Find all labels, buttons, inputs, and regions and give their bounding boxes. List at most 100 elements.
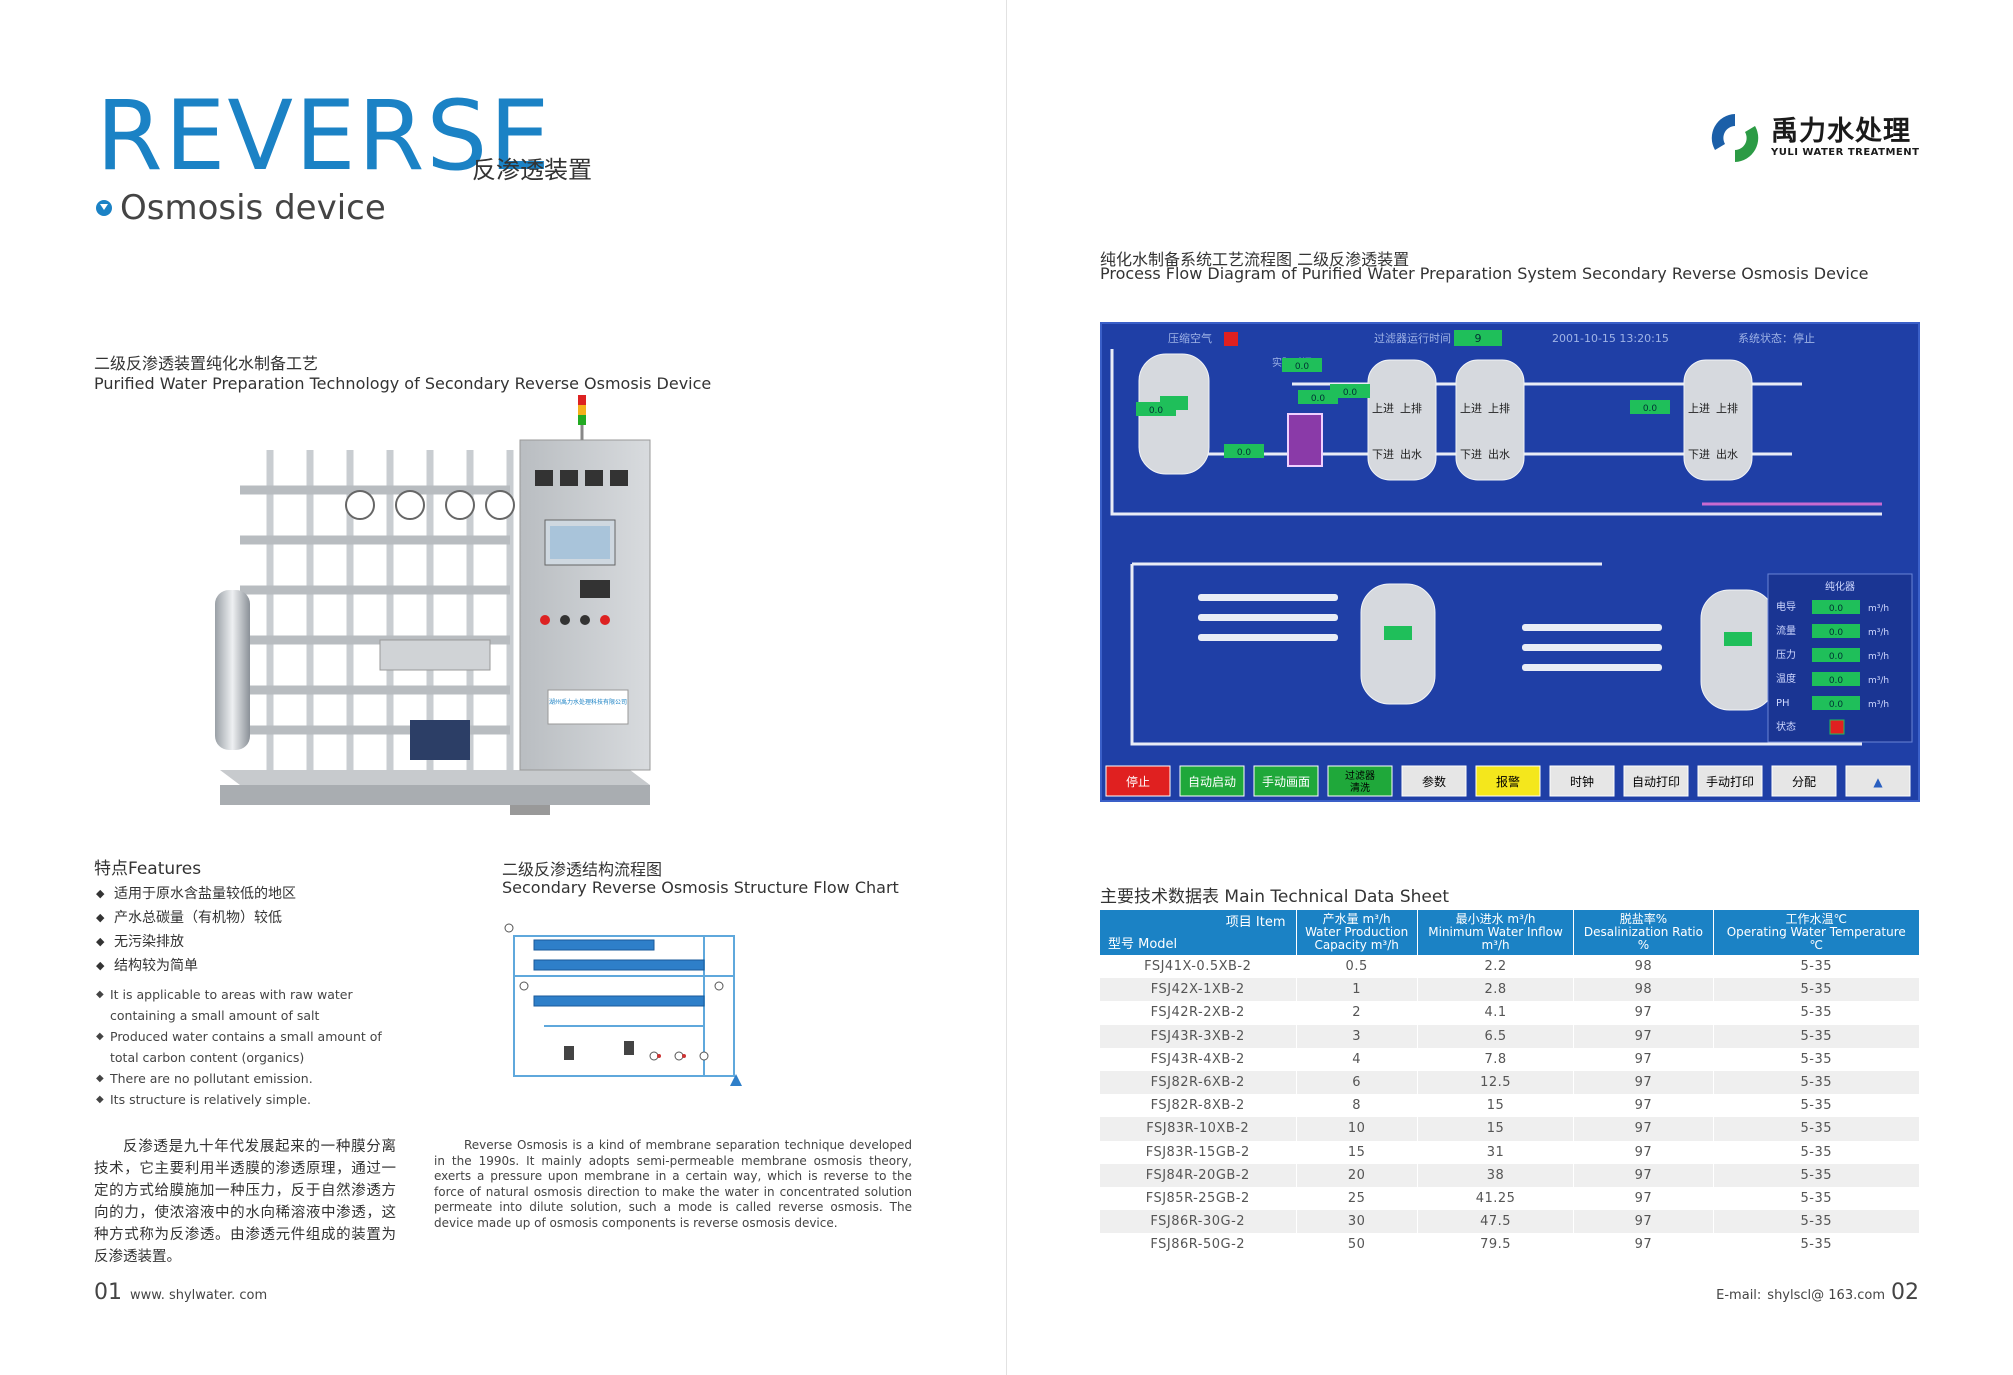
model-cell: FSJ86R-30G-2: [1100, 1210, 1297, 1234]
website-url: www. shylwater. com: [130, 1288, 268, 1303]
tank-port-label: 下进: [1460, 448, 1482, 461]
value-cell: 15: [1417, 1117, 1575, 1141]
hmi-button[interactable]: 自动启动: [1179, 765, 1245, 797]
hmi-button[interactable]: 参数: [1401, 765, 1467, 797]
model-cell: FSJ82R-6XB-2: [1100, 1070, 1297, 1095]
value-cell: 7.8: [1417, 1047, 1575, 1071]
alarm-indicator: [1224, 332, 1238, 346]
hmi-button[interactable]: 自动打印: [1623, 765, 1689, 797]
email-value: shylscl@ 163.com: [1767, 1288, 1885, 1303]
value-cell: 97: [1573, 1117, 1714, 1141]
value-cell: 50: [1296, 1233, 1418, 1257]
status-indicator: [1829, 719, 1845, 735]
machine-plate-text: 湖州禹力水处理科技有限公司: [549, 698, 627, 706]
model-cell: FSJ86R-50G-2: [1100, 1233, 1297, 1257]
value-display-text: 0.0: [1311, 394, 1326, 404]
tank-port-label: 出水: [1716, 447, 1738, 461]
side-row-label: 电导: [1776, 600, 1796, 613]
value-display: [1224, 444, 1264, 458]
feature-item-en: Its structure is relatively simple.: [96, 1089, 386, 1110]
hmi-button[interactable]: ▲: [1845, 765, 1911, 797]
features-list-en: It is applicable to areas with raw water…: [96, 984, 386, 1110]
value-cell: 5-35: [1713, 1094, 1920, 1118]
yuli-logo-icon: [1711, 114, 1759, 162]
value-display-text: 0.0: [1149, 406, 1164, 416]
value-cell: 15: [1417, 1094, 1575, 1118]
left-footer: 01 www. shylwater. com: [94, 1280, 267, 1305]
model-cell: FSJ83R-10XB-2: [1100, 1117, 1297, 1141]
hmi-button-label: 手动画面: [1262, 775, 1310, 789]
value-display: [1330, 384, 1370, 398]
corner-model: 型号 Model: [1108, 937, 1178, 952]
intro-paragraph-cn: 反渗透是九十年代发展起来的一种膜分离技术，它主要利用半透膜的渗透原理，通过一定的…: [94, 1139, 396, 1265]
side-row-value: 0.0: [1829, 676, 1844, 686]
side-row-unit: m³/h: [1868, 604, 1889, 614]
side-row-label: 流量: [1776, 624, 1796, 637]
hmi-button[interactable]: 时钟: [1549, 765, 1615, 797]
value-cell: 8: [1296, 1094, 1418, 1118]
hmi-button-label: 分配: [1792, 775, 1816, 789]
hmi-button-label: 过滤器: [1345, 769, 1375, 782]
flow-chart-title-en: Secondary Reverse Osmosis Structure Flow…: [502, 878, 899, 897]
right-footer: E-mail: shylscl@ 163.com 02: [1716, 1280, 1919, 1305]
hmi-button-label: 时钟: [1570, 774, 1594, 789]
pure-water-tank: [1700, 589, 1776, 711]
page-number: 01: [94, 1280, 122, 1305]
corner-item: 项目 Item: [1225, 915, 1286, 930]
tank-port-label: 出水: [1400, 447, 1422, 461]
value-cell: 5-35: [1713, 1140, 1920, 1164]
model-cell: FSJ82R-8XB-2: [1100, 1094, 1297, 1118]
side-row-value: 0.0: [1829, 628, 1844, 638]
tank-port-label: 下进: [1372, 448, 1394, 461]
hmi-button[interactable]: 报警: [1475, 765, 1541, 797]
value-cell: 6: [1296, 1070, 1418, 1095]
hmi-button[interactable]: 停止: [1105, 765, 1171, 797]
value-cell: 5-35: [1713, 1163, 1920, 1187]
feature-item: 产水总碳量（有机物）较低: [96, 906, 296, 930]
value-display: [1136, 402, 1176, 416]
value-cell: 5-35: [1713, 1210, 1920, 1234]
heat-exchanger: [1287, 413, 1323, 467]
value-display-text: 0.0: [1643, 404, 1658, 414]
value-cell: 97: [1573, 1047, 1714, 1071]
side-row-display: [1812, 624, 1860, 638]
hmi-button[interactable]: 手动画面: [1253, 765, 1319, 797]
hmi-button[interactable]: 分配: [1771, 765, 1837, 797]
value-cell: 41.25: [1417, 1186, 1575, 1211]
value-display: [1282, 358, 1322, 372]
tank-port-label: 上排: [1488, 401, 1510, 415]
side-row-value: 0.0: [1829, 652, 1844, 662]
value-cell: 79.5: [1417, 1233, 1575, 1257]
hmi-label-air: 压缩空气: [1168, 331, 1212, 345]
side-row-display: [1812, 600, 1860, 614]
value-cell: 5-35: [1713, 1186, 1920, 1211]
model-cell: FSJ41X-0.5XB-2: [1100, 955, 1297, 979]
hmi-process-screen: 压缩空气 过滤器运行时间 9 2001-10-15 13:20:15 系统状态：…: [1100, 322, 1920, 802]
intro-paragraph-en: Reverse Osmosis is a kind of membrane se…: [434, 1138, 912, 1230]
model-cell: FSJ43R-3XB-2: [1100, 1024, 1297, 1048]
hmi-button[interactable]: 手动打印: [1697, 765, 1763, 797]
model-cell: FSJ83R-15GB-2: [1100, 1140, 1297, 1164]
flow-chart-title-cn: 二级反渗透结构流程图: [502, 860, 663, 879]
value-cell: 5-35: [1713, 1117, 1920, 1141]
level-display: [1384, 626, 1412, 640]
value-cell: 97: [1573, 1140, 1714, 1164]
value-cell: 5-35: [1713, 1001, 1920, 1025]
side-row-label: 温度: [1776, 672, 1796, 685]
features-title: 特点Features: [94, 859, 202, 879]
value-cell: 97: [1573, 1094, 1714, 1118]
value-cell: 31: [1417, 1140, 1575, 1164]
value-display: [1630, 400, 1670, 414]
intermediate-tank: [1360, 583, 1436, 705]
side-row-value: 0.0: [1829, 700, 1844, 710]
ro-machine-illustration: 湖州禹力水处理科技有限公司: [210, 390, 810, 830]
